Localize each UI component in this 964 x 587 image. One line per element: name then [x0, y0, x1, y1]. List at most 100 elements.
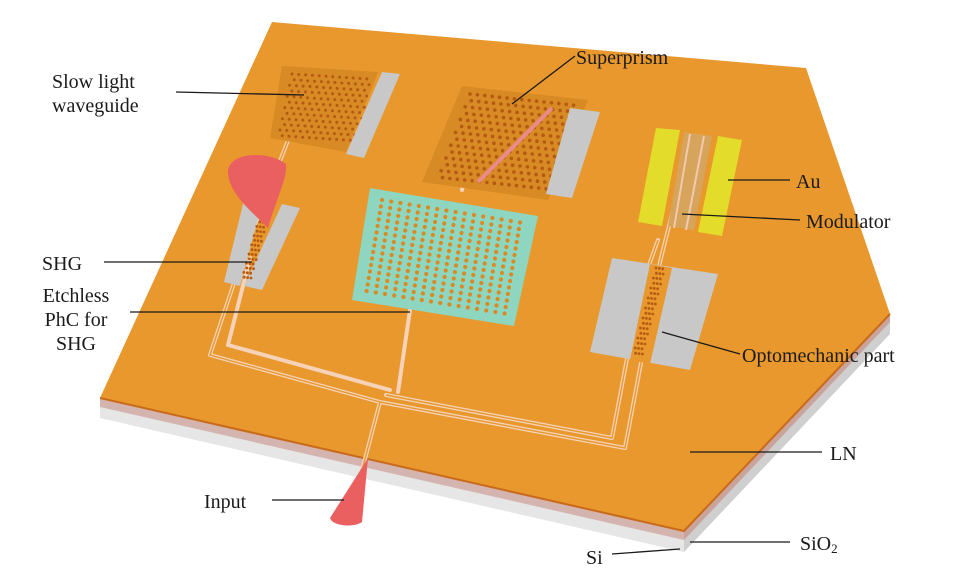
- phc-hole: [406, 208, 411, 214]
- phc-hole: [290, 106, 294, 110]
- phc-hole: [651, 312, 655, 316]
- phc-hole: [389, 199, 394, 204]
- phc-hole: [509, 156, 514, 161]
- phc-hole: [451, 276, 456, 281]
- phc-hole: [658, 272, 662, 275]
- phc-hole: [420, 291, 425, 296]
- phc-hole: [481, 267, 486, 273]
- phc-hole: [248, 267, 252, 270]
- phc-hole: [365, 77, 369, 81]
- phc-hole: [254, 258, 258, 261]
- phc-hole: [496, 128, 501, 133]
- phc-hole: [643, 337, 646, 341]
- phc-hole: [493, 309, 498, 315]
- phc-hole: [348, 138, 352, 142]
- phc-hole: [473, 159, 478, 163]
- phc-hole: [337, 126, 341, 130]
- phc-hole: [338, 75, 342, 79]
- phc-hole: [498, 223, 503, 229]
- phc-hole: [432, 219, 438, 225]
- phc-hole: [459, 124, 464, 129]
- phc-hole: [481, 214, 486, 219]
- phc-hole: [505, 96, 509, 100]
- phc-hole: [509, 116, 513, 121]
- phc-hole: [360, 82, 364, 86]
- phc-hole: [353, 99, 357, 103]
- phc-hole: [260, 239, 263, 243]
- phc-hole: [515, 233, 520, 238]
- phc-hole: [445, 163, 450, 167]
- phc-hole: [484, 100, 488, 105]
- phc-hole: [497, 230, 502, 235]
- phc-hole: [463, 105, 468, 109]
- phc-hole: [491, 174, 495, 179]
- phc-hole: [539, 159, 543, 164]
- phc-hole: [498, 277, 503, 282]
- phc-hole: [382, 238, 387, 243]
- phc-hole: [299, 95, 303, 99]
- phc-hole: [250, 248, 254, 252]
- phc-hole: [299, 112, 303, 116]
- phc-hole: [490, 215, 495, 221]
- phc-hole: [546, 160, 551, 165]
- phc-hole: [506, 231, 511, 237]
- phc-hole: [344, 76, 348, 80]
- phc-hole: [551, 147, 555, 152]
- phc-hole: [365, 94, 369, 98]
- label-shg: SHG: [42, 253, 83, 275]
- phc-hole: [483, 254, 488, 260]
- phc-hole: [491, 101, 496, 105]
- si-layer: [100, 404, 684, 552]
- phc-hole: [540, 166, 544, 171]
- phc-hole: [494, 303, 499, 308]
- phc-hole: [515, 150, 520, 155]
- phc-hole: [505, 291, 510, 297]
- phc-hole: [494, 155, 499, 159]
- phc-hole: [314, 136, 318, 140]
- phc-hole: [460, 277, 466, 283]
- phc-hole: [437, 247, 442, 252]
- phc-hole: [298, 129, 302, 133]
- phc-hole: [397, 260, 402, 266]
- phc-hole: [425, 265, 430, 270]
- phc-hole: [413, 223, 418, 228]
- phc-hole: [310, 124, 314, 128]
- phc-hole: [531, 119, 535, 123]
- phc-hole: [639, 326, 642, 330]
- phc-hole: [652, 287, 656, 290]
- phc-hole: [468, 92, 472, 96]
- phc-hole: [511, 259, 516, 264]
- phc-hole: [259, 230, 262, 234]
- phc-hole: [364, 288, 369, 294]
- phc-hole: [465, 305, 470, 310]
- phc-hole: [642, 332, 646, 335]
- phc-hole: [326, 80, 330, 84]
- phc-hole: [481, 160, 485, 164]
- phc-hole: [521, 144, 526, 149]
- phc-hole: [571, 103, 576, 107]
- phc-hole: [527, 138, 532, 143]
- phc-hole: [259, 235, 263, 238]
- phc-hole: [486, 114, 491, 118]
- phc-hole: [516, 226, 522, 232]
- phc-hole: [487, 154, 491, 158]
- phc-hole: [480, 220, 485, 226]
- phc-hole: [379, 257, 384, 263]
- phc-hole: [499, 270, 505, 276]
- phc-hole: [405, 215, 410, 220]
- phc-hole: [248, 262, 252, 265]
- phc-hole: [505, 238, 510, 243]
- phc-hole: [456, 144, 461, 148]
- phc-hole: [497, 168, 501, 173]
- phc-hole: [256, 239, 260, 243]
- phc-hole: [396, 267, 401, 272]
- phc-hole: [242, 275, 246, 279]
- phc-hole: [431, 286, 436, 291]
- phc-hole: [455, 256, 460, 262]
- phc-hole: [459, 230, 464, 236]
- phc-hole: [249, 271, 253, 275]
- phc-hole: [564, 102, 568, 107]
- phc-hole: [559, 115, 564, 119]
- phc-hole: [557, 101, 561, 106]
